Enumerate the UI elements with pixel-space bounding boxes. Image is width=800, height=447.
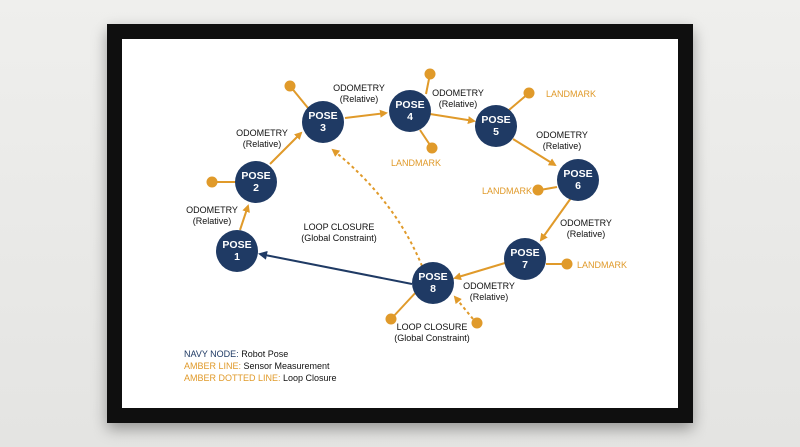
odometry-label-5-6: ODOMETRY (Relative) (536, 130, 588, 151)
landmark-dot (424, 68, 436, 80)
pose-node-4: POSE 4 (389, 90, 431, 132)
svg-text:3: 3 (320, 122, 326, 134)
legend-amber-line: AMBER LINE: Sensor Measurement (184, 361, 330, 371)
landmark-label-6: LANDMARK (482, 186, 532, 196)
svg-text:POSE: POSE (481, 114, 510, 126)
svg-text:ODOMETRY: ODOMETRY (186, 205, 238, 215)
pose-node-8: POSE 8 (412, 262, 454, 304)
svg-text:5: 5 (493, 126, 499, 138)
landmark-label-7: LANDMARK (577, 260, 627, 270)
loop-closure-edge-8-1 (258, 250, 413, 285)
odometry-edge-7-8 (453, 262, 506, 281)
svg-text:POSE: POSE (418, 271, 447, 283)
svg-text:(Global Constraint): (Global Constraint) (394, 333, 470, 343)
svg-text:1: 1 (234, 251, 240, 263)
odometry-label-3-4: ODOMETRY (Relative) (333, 83, 385, 104)
svg-text:(Relative): (Relative) (340, 94, 379, 104)
svg-text:ODOMETRY: ODOMETRY (463, 281, 515, 291)
odometry-edges (239, 109, 572, 281)
svg-text:4: 4 (407, 111, 413, 123)
pose-node-3: POSE 3 (302, 101, 344, 143)
svg-text:ODOMETRY: ODOMETRY (536, 130, 588, 140)
landmark-dot (385, 313, 397, 325)
odometry-edge-4-5 (429, 113, 476, 125)
svg-text:LOOP CLOSURE: LOOP CLOSURE (304, 222, 375, 232)
odometry-edge-5-6 (512, 138, 557, 167)
dotted-loop-closure-landmark-8 (453, 295, 474, 320)
landmark-dot (284, 80, 296, 92)
landmark-dot (561, 258, 573, 270)
odometry-label-2-3: ODOMETRY (Relative) (236, 128, 288, 149)
svg-text:POSE: POSE (510, 247, 539, 259)
svg-text:(Relative): (Relative) (567, 229, 606, 239)
svg-text:(Relative): (Relative) (193, 216, 232, 226)
loop-closure-label-upper: LOOP CLOSURE (Global Constraint) (301, 222, 377, 243)
svg-text:ODOMETRY: ODOMETRY (236, 128, 288, 138)
landmark-label-5: LANDMARK (546, 89, 596, 99)
svg-text:LOOP CLOSURE: LOOP CLOSURE (397, 322, 468, 332)
svg-text:ODOMETRY: ODOMETRY (333, 83, 385, 93)
svg-text:(Global Constraint): (Global Constraint) (301, 233, 377, 243)
landmark-dot (532, 184, 544, 196)
svg-text:POSE: POSE (241, 170, 270, 182)
svg-text:POSE: POSE (308, 110, 337, 122)
svg-text:ODOMETRY: ODOMETRY (560, 218, 612, 228)
svg-text:6: 6 (575, 180, 581, 192)
legend-navy-node: NAVY NODE: Robot Pose (184, 349, 289, 359)
landmark-dot (426, 142, 438, 154)
legend: NAVY NODE: Robot Pose AMBER LINE: Sensor… (184, 348, 337, 384)
odometry-label-7-8: ODOMETRY (Relative) (463, 281, 515, 302)
pose-node-5: POSE 5 (475, 105, 517, 147)
svg-text:POSE: POSE (222, 239, 251, 251)
svg-text:8: 8 (430, 283, 436, 295)
svg-text:2: 2 (253, 182, 259, 194)
odometry-edge-6-7 (539, 197, 572, 242)
svg-text:POSE: POSE (563, 168, 592, 180)
landmark-dot (523, 87, 535, 99)
pose-node-7: POSE 7 (504, 238, 546, 280)
odometry-edge-1-2 (239, 204, 250, 231)
svg-text:ODOMETRY: ODOMETRY (432, 88, 484, 98)
svg-text:(Relative): (Relative) (543, 141, 582, 151)
odometry-edge-3-4 (344, 109, 388, 119)
landmark-dot (206, 176, 218, 188)
odometry-edge-2-3 (269, 131, 303, 165)
odometry-label-6-7: ODOMETRY (Relative) (560, 218, 612, 239)
landmark-dot (471, 317, 483, 329)
landmark-label-4: LANDMARK (391, 158, 441, 168)
svg-text:(Relative): (Relative) (439, 99, 478, 109)
pose-node-6: POSE 6 (557, 159, 599, 201)
svg-text:7: 7 (522, 259, 528, 271)
pose-node-1: POSE 1 (216, 230, 258, 272)
odometry-label-1-2: ODOMETRY (Relative) (186, 205, 238, 226)
svg-text:(Relative): (Relative) (470, 292, 509, 302)
odometry-label-4-5: ODOMETRY (Relative) (432, 88, 484, 109)
pose-node-2: POSE 2 (235, 161, 277, 203)
legend-amber-dotted-line: AMBER DOTTED LINE: Loop Closure (184, 373, 337, 383)
svg-text:POSE: POSE (395, 99, 424, 111)
loop-closure-label-lower: LOOP CLOSURE (Global Constraint) (394, 322, 470, 343)
landmark-dots (206, 68, 573, 329)
svg-text:(Relative): (Relative) (243, 139, 282, 149)
